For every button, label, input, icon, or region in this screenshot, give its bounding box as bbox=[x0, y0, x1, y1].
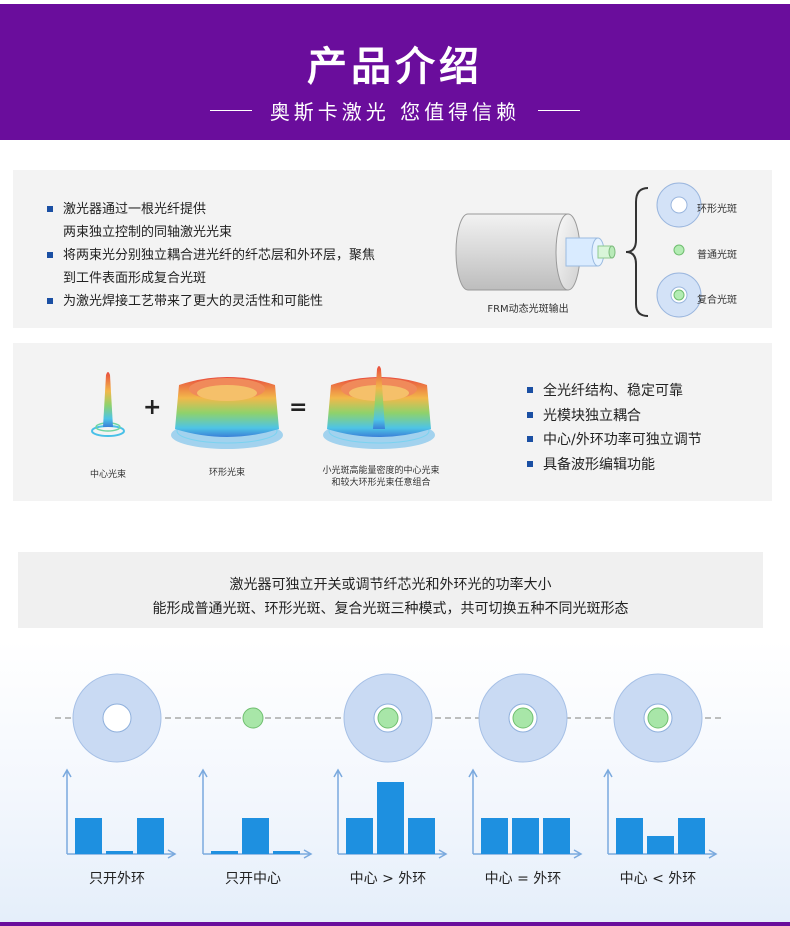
combined-beam-label-line2: 和较大环形光束任意组合 bbox=[331, 478, 431, 488]
spot-label-normal: 普通光斑 bbox=[697, 250, 737, 261]
power-bar bbox=[75, 818, 102, 854]
spot-label-combined: 复合光斑 bbox=[697, 295, 737, 306]
feature-text: 光模块独立耦合 bbox=[543, 407, 641, 424]
axis-arrow-icon bbox=[333, 768, 343, 778]
bullet-square-icon bbox=[47, 252, 53, 258]
bullet-square-icon bbox=[527, 387, 533, 393]
power-bar bbox=[242, 818, 269, 854]
combined-beam-icon bbox=[323, 366, 435, 449]
beam-illustration bbox=[91, 366, 435, 449]
fiber-diagram bbox=[455, 182, 702, 318]
fiber-cable-icon bbox=[455, 187, 649, 317]
mode-label: 中心 = 外环 bbox=[484, 871, 562, 887]
fiber-bullet-continuation: 到工件表面形成复合光斑 bbox=[45, 267, 405, 290]
bullet-square-icon bbox=[47, 298, 53, 304]
fiber-panel: 激光器通过一根光纤提供 两束独立控制的同轴激光光束 将两束光分别独立耦合进光纤的… bbox=[13, 170, 772, 328]
power-bar bbox=[481, 818, 508, 854]
axis-arrow-icon bbox=[167, 849, 177, 859]
axis-arrow-icon bbox=[603, 768, 613, 778]
center-beam-icon bbox=[91, 372, 125, 437]
mode-label: 只开外环 bbox=[89, 871, 145, 887]
ring-beam-label: 环形光束 bbox=[208, 468, 245, 478]
subtitle-divider-right bbox=[538, 110, 580, 111]
power-bar bbox=[512, 818, 539, 854]
equals-sign: = bbox=[289, 395, 308, 420]
page-subtitle: 奥斯卡激光 您值得信赖 bbox=[269, 100, 521, 124]
axis-arrow-icon bbox=[708, 849, 718, 859]
core-spot-icon bbox=[512, 707, 534, 729]
combined-spot-icon bbox=[656, 272, 702, 318]
combined-beam-label-line1: 小光斑高能量密度的中心光束 bbox=[322, 466, 440, 476]
core-spot-icon bbox=[647, 707, 669, 729]
axis-arrow-icon bbox=[198, 768, 208, 778]
power-bar bbox=[616, 818, 643, 854]
page-title: 产品介绍 bbox=[307, 44, 483, 90]
page-header: 产品介绍 奥斯卡激光 您值得信赖 bbox=[0, 4, 790, 140]
power-bar bbox=[273, 851, 300, 854]
modes-intro-panel: 激光器可独立开关或调节纤芯光和外环光的功率大小 能形成普通光斑、环形光斑、复合光… bbox=[18, 552, 763, 628]
spot-modes-diagram bbox=[55, 673, 722, 859]
axis-arrow-icon bbox=[62, 768, 72, 778]
fiber-bullet-item: 为激光焊接工艺带来了更大的灵活性和可能性 bbox=[45, 290, 405, 313]
mode-label: 只开中心 bbox=[225, 871, 281, 887]
axis-arrow-icon bbox=[468, 768, 478, 778]
subtitle-divider-left bbox=[210, 110, 252, 111]
feature-item: 中心/外环功率可独立调节 bbox=[525, 428, 765, 453]
ring-spot-icon bbox=[656, 182, 702, 228]
feature-item: 光模块独立耦合 bbox=[525, 404, 765, 429]
normal-spot-icon bbox=[673, 244, 685, 256]
feature-text: 中心/外环功率可独立调节 bbox=[543, 432, 702, 448]
mode-label: 中心 > 外环 bbox=[349, 871, 427, 887]
bullet-square-icon bbox=[527, 411, 533, 418]
feature-item: 全光纤结构、稳定可靠 bbox=[525, 379, 765, 404]
fiber-bullet-text: 将两束光分别独立耦合进光纤的纤芯层和外环层，聚焦 bbox=[63, 248, 376, 263]
power-bar bbox=[408, 818, 435, 854]
power-bar bbox=[346, 818, 373, 854]
power-bar bbox=[106, 851, 133, 854]
ring-spot-hole bbox=[102, 703, 132, 733]
plus-sign: + bbox=[143, 395, 162, 420]
fiber-bullet-text: 激光器通过一根光纤提供 bbox=[63, 202, 207, 217]
axis-arrow-icon bbox=[303, 849, 313, 859]
fiber-bullet-text: 为激光焊接工艺带来了更大的灵活性和可能性 bbox=[63, 294, 324, 309]
combined-beam-label: 小光斑高能量密度的中心光束 和较大环形光束任意组合 bbox=[309, 465, 453, 489]
fiber-bullet-list: 激光器通过一根光纤提供 两束独立控制的同轴激光光束 将两束光分别独立耦合进光纤的… bbox=[45, 198, 405, 313]
feature-text: 具备波形编辑功能 bbox=[543, 456, 655, 473]
core-spot-icon bbox=[377, 707, 399, 729]
power-bar bbox=[211, 851, 238, 854]
fiber-bullet-text: 到工件表面形成复合光斑 bbox=[63, 271, 207, 286]
fiber-bullet-item: 激光器通过一根光纤提供 bbox=[45, 198, 405, 221]
spot-label-ring: 环形光斑 bbox=[697, 204, 737, 215]
power-bar bbox=[377, 782, 404, 854]
axis-arrow-icon bbox=[438, 849, 448, 859]
center-beam-label: 中心光束 bbox=[89, 470, 126, 480]
bullet-square-icon bbox=[527, 436, 533, 442]
feature-item: 具备波形编辑功能 bbox=[525, 453, 765, 478]
bullet-square-icon bbox=[527, 460, 533, 467]
fiber-caption: FRM动态光斑输出 bbox=[487, 304, 569, 315]
power-bar bbox=[137, 818, 164, 854]
feature-list: 全光纤结构、稳定可靠 光模块独立耦合 中心/外环功率可独立调节 具备波形编辑功能 bbox=[525, 379, 765, 477]
fiber-bullet-text: 两束独立控制的同轴激光光束 bbox=[63, 225, 233, 240]
feature-text: 全光纤结构、稳定可靠 bbox=[543, 383, 683, 399]
bullet-square-icon bbox=[47, 206, 53, 212]
beam-panel: + = 中心光束 环形光束 小光斑高能量密度的中心光束 和较大环形光束任意组合 … bbox=[13, 343, 772, 501]
modes-intro-line1: 激光器可独立开关或调节纤芯光和外环光的功率大小 bbox=[229, 577, 552, 593]
fiber-bullet-item: 将两束光分别独立耦合进光纤的纤芯层和外环层，聚焦 bbox=[45, 244, 405, 267]
power-bar bbox=[678, 818, 705, 854]
ring-beam-icon bbox=[171, 377, 283, 449]
modes-intro-line2: 能形成普通光斑、环形光斑、复合光斑三种模式，共可切换五种不同光斑形态 bbox=[152, 601, 629, 617]
fiber-bullet-continuation: 两束独立控制的同轴激光光束 bbox=[45, 221, 405, 244]
mode-label: 中心 < 外环 bbox=[619, 871, 697, 887]
core-spot-icon bbox=[242, 707, 264, 729]
power-bar bbox=[543, 818, 570, 854]
axis-arrow-icon bbox=[573, 849, 583, 859]
power-bar bbox=[647, 836, 674, 854]
bottom-bar bbox=[0, 922, 790, 926]
